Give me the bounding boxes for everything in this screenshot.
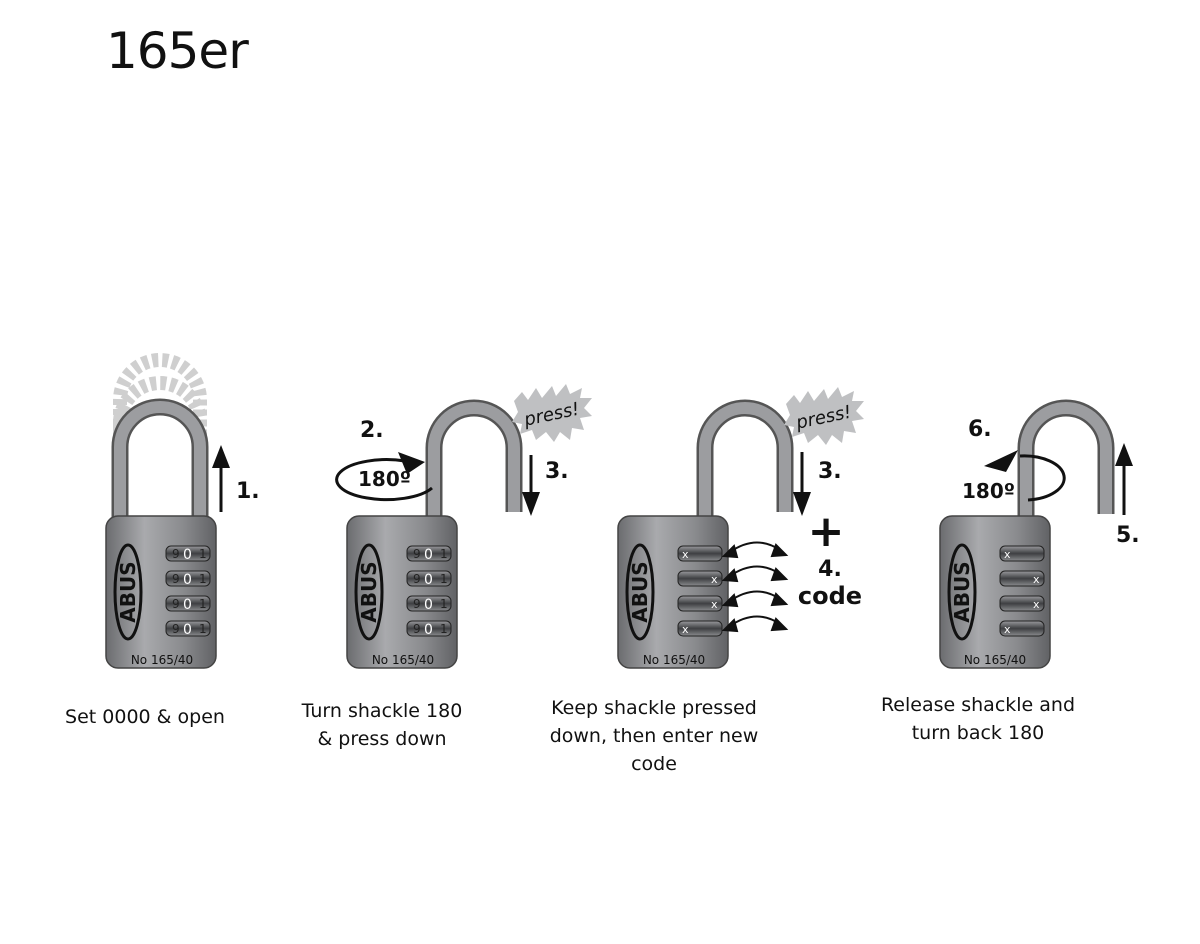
code-x: x — [1033, 573, 1040, 586]
dial-digit: 1 — [199, 547, 207, 561]
code-label: code — [798, 582, 862, 610]
dial-digit: 9 — [172, 622, 180, 636]
dial-digit: 0 — [424, 572, 433, 588]
dial-stack: 9 0 1 9 0 1 9 0 1 9 0 1 — [165, 545, 211, 638]
abus-logo — [113, 543, 143, 641]
dial-digit: 0 — [424, 547, 433, 563]
step-2-caption: Turn shackle 180 & press down — [301, 700, 463, 750]
abus-logo — [354, 543, 384, 641]
angle-label: 180º — [962, 479, 1015, 503]
dial-digit: 0 — [424, 597, 433, 613]
brand-text: ABUS — [628, 561, 652, 622]
abus-logo — [947, 543, 977, 641]
dial-digit: 9 — [413, 572, 421, 586]
dial-digit: 9 — [413, 622, 421, 636]
code-x: x — [1033, 598, 1040, 611]
dial-digit: 9 — [413, 547, 421, 561]
code-x: x — [682, 548, 689, 561]
dial-digit: 9 — [413, 597, 421, 611]
ghost-shackle-mid — [113, 376, 207, 500]
step-4-diagram: ABUS x x x x No 165/40 6. 180º 5. — [939, 399, 1140, 669]
code-x: x — [711, 573, 718, 586]
step-3-caption: Keep shackle pressed down, then enter ne… — [549, 697, 759, 775]
step-2-label: 2. — [360, 418, 384, 443]
page-title: 165er — [106, 22, 249, 80]
abus-logo — [625, 543, 655, 641]
code-x: x — [1004, 623, 1011, 636]
dial-digit: 0 — [424, 622, 433, 638]
step-1-diagram: ABUS 9 0 1 9 0 1 9 0 1 9 0 1 No 165/40 — [105, 353, 260, 669]
brand-text: ABUS — [950, 561, 974, 622]
step-4-label: 4. — [818, 557, 842, 582]
plus-sign: + — [808, 506, 845, 557]
step-5-label: 5. — [1116, 523, 1140, 548]
step-1-caption: Set 0000 & open — [65, 706, 225, 728]
model-label: No 165/40 — [372, 653, 434, 667]
dial-stack: 9 0 1 9 0 1 9 0 1 9 0 1 — [406, 545, 452, 638]
step-3-label: 3. — [545, 459, 569, 484]
dial-digit: 1 — [199, 597, 207, 611]
dial-digit: 9 — [172, 547, 180, 561]
dial-digit: 0 — [183, 572, 192, 588]
brand-text: ABUS — [357, 561, 381, 622]
model-label: No 165/40 — [964, 653, 1026, 667]
brand-text: ABUS — [116, 561, 140, 622]
dial-digit: 1 — [440, 597, 448, 611]
press-burst — [512, 384, 592, 442]
step-3-label: 3. — [818, 459, 842, 484]
angle-label: 180º — [358, 467, 411, 491]
model-label: No 165/40 — [131, 653, 193, 667]
step-1-label: 1. — [236, 479, 260, 504]
step-6-label: 6. — [968, 417, 992, 442]
code-x: x — [682, 623, 689, 636]
dial-digit: 1 — [440, 547, 448, 561]
dial-digit: 0 — [183, 547, 192, 563]
dial-digit: 1 — [440, 572, 448, 586]
dial-digit: 1 — [199, 622, 207, 636]
model-label: No 165/40 — [643, 653, 705, 667]
dial-digit: 0 — [183, 622, 192, 638]
press-burst — [784, 387, 864, 445]
dial-digit: 9 — [172, 597, 180, 611]
code-x: x — [711, 598, 718, 611]
dial-stack: x x x x — [677, 545, 723, 637]
dial-digit: 1 — [440, 622, 448, 636]
step-3-diagram: ABUS x x x x No 165/40 3. + 4. code pr — [617, 387, 864, 669]
step-2-diagram: ABUS 9 0 1 9 0 1 9 0 1 9 0 1 No 165/40 2… — [335, 384, 592, 669]
dial-digit: 1 — [199, 572, 207, 586]
step-4-caption: Release shackle and turn back 180 — [880, 694, 1076, 744]
dial-digit: 9 — [172, 572, 180, 586]
rotation-arrow — [335, 458, 433, 502]
rotation-arrow — [1019, 454, 1066, 502]
dial-stack: x x x x — [999, 545, 1045, 637]
code-x: x — [1004, 548, 1011, 561]
dial-rotate-arrows — [721, 541, 789, 633]
dial-digit: 0 — [183, 597, 192, 613]
